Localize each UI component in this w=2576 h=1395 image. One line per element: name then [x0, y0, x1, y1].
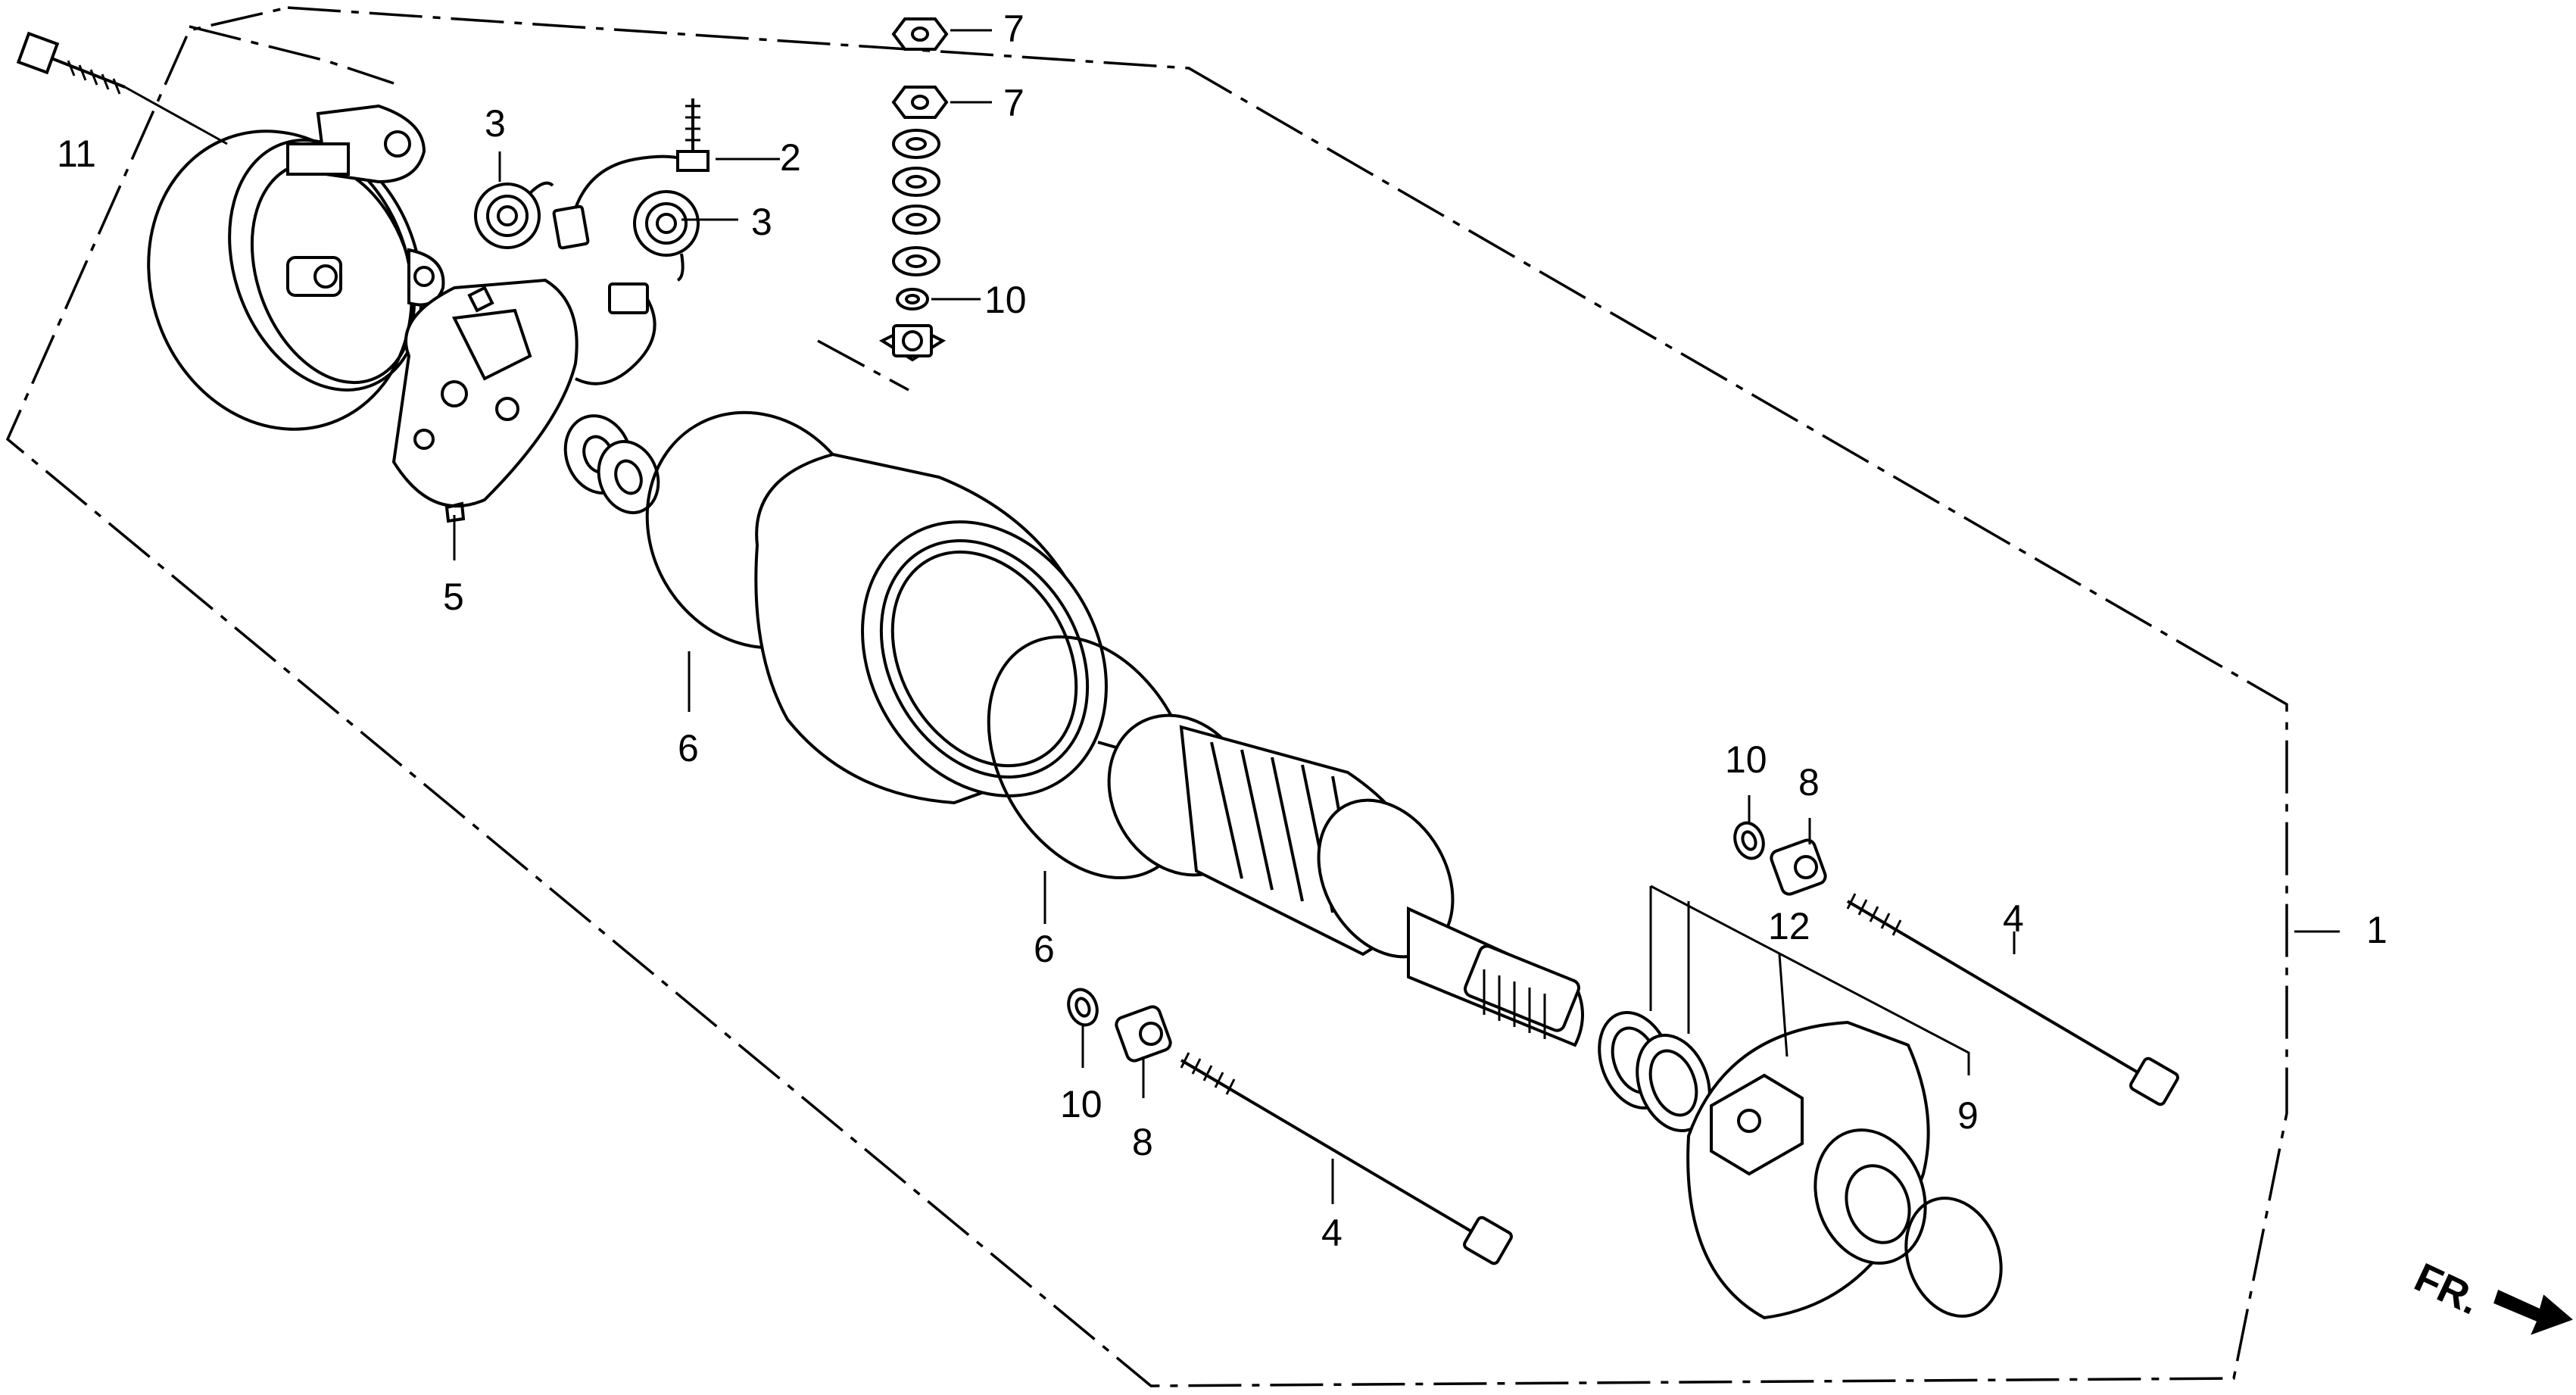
- terminal-group-bracket: [817, 339, 909, 392]
- callout-6a: 6: [678, 727, 699, 769]
- callout-6b: 6: [1034, 928, 1055, 970]
- leader-11: [124, 86, 228, 145]
- brush-group-bracket: [189, 25, 395, 85]
- callout-4a: 4: [2003, 897, 2024, 940]
- brush-with-lead-b: [575, 282, 656, 385]
- assembly-boundary: [5, 6, 2288, 1387]
- callout-10b: 10: [1725, 738, 1767, 781]
- brush-holder-plate: [391, 278, 579, 523]
- rear-cover: [147, 104, 445, 431]
- front-cover-12: [1686, 1020, 1930, 1320]
- terminal-bolt-2: [676, 98, 709, 172]
- callout-9: 9: [1957, 1094, 1979, 1137]
- callout-10c: 10: [1060, 1083, 1102, 1125]
- terminal-stack: [878, 17, 949, 362]
- armature: [1097, 713, 1584, 1047]
- callout-12: 12: [1768, 905, 1810, 947]
- callout-5: 5: [443, 576, 464, 618]
- front-direction-arrow-icon: [2493, 1289, 2573, 1335]
- brush-spring-a: [474, 181, 554, 249]
- callout-4b: 4: [1321, 1212, 1343, 1254]
- callout-8a: 8: [1798, 761, 1820, 804]
- cover-washers: [563, 414, 660, 514]
- bolt-11: [16, 31, 126, 95]
- leader-lines: [453, 29, 2340, 1204]
- callout-8b: 8: [1132, 1121, 1153, 1163]
- callout-1: 1: [2366, 909, 2387, 951]
- brush-spring-b: [633, 190, 700, 282]
- insulator-8-upper: [1770, 838, 1827, 896]
- callout-3b: 3: [751, 201, 772, 243]
- through-bolt-4-upper: [1846, 893, 2179, 1106]
- callout-11: 11: [57, 133, 96, 175]
- o-ring-front: [1904, 1197, 2003, 1318]
- shim-washers-9: [1598, 1011, 1711, 1132]
- fr-direction-label: FR.: [2408, 1254, 2487, 1323]
- washer-10-upper: [1733, 821, 1765, 860]
- yoke-housing: [754, 452, 1108, 805]
- callout-2: 2: [780, 136, 801, 179]
- washer-10-lower: [1067, 988, 1099, 1027]
- callout-3a: 3: [485, 102, 506, 145]
- o-ring-6-right: [987, 635, 1194, 879]
- callout-10a: 10: [984, 279, 1027, 321]
- through-bolt-4-lower: [1180, 1052, 1513, 1265]
- callout-7b: 7: [1003, 82, 1024, 124]
- insulator-8-lower: [1115, 1005, 1172, 1063]
- callout-7a: 7: [1003, 8, 1024, 50]
